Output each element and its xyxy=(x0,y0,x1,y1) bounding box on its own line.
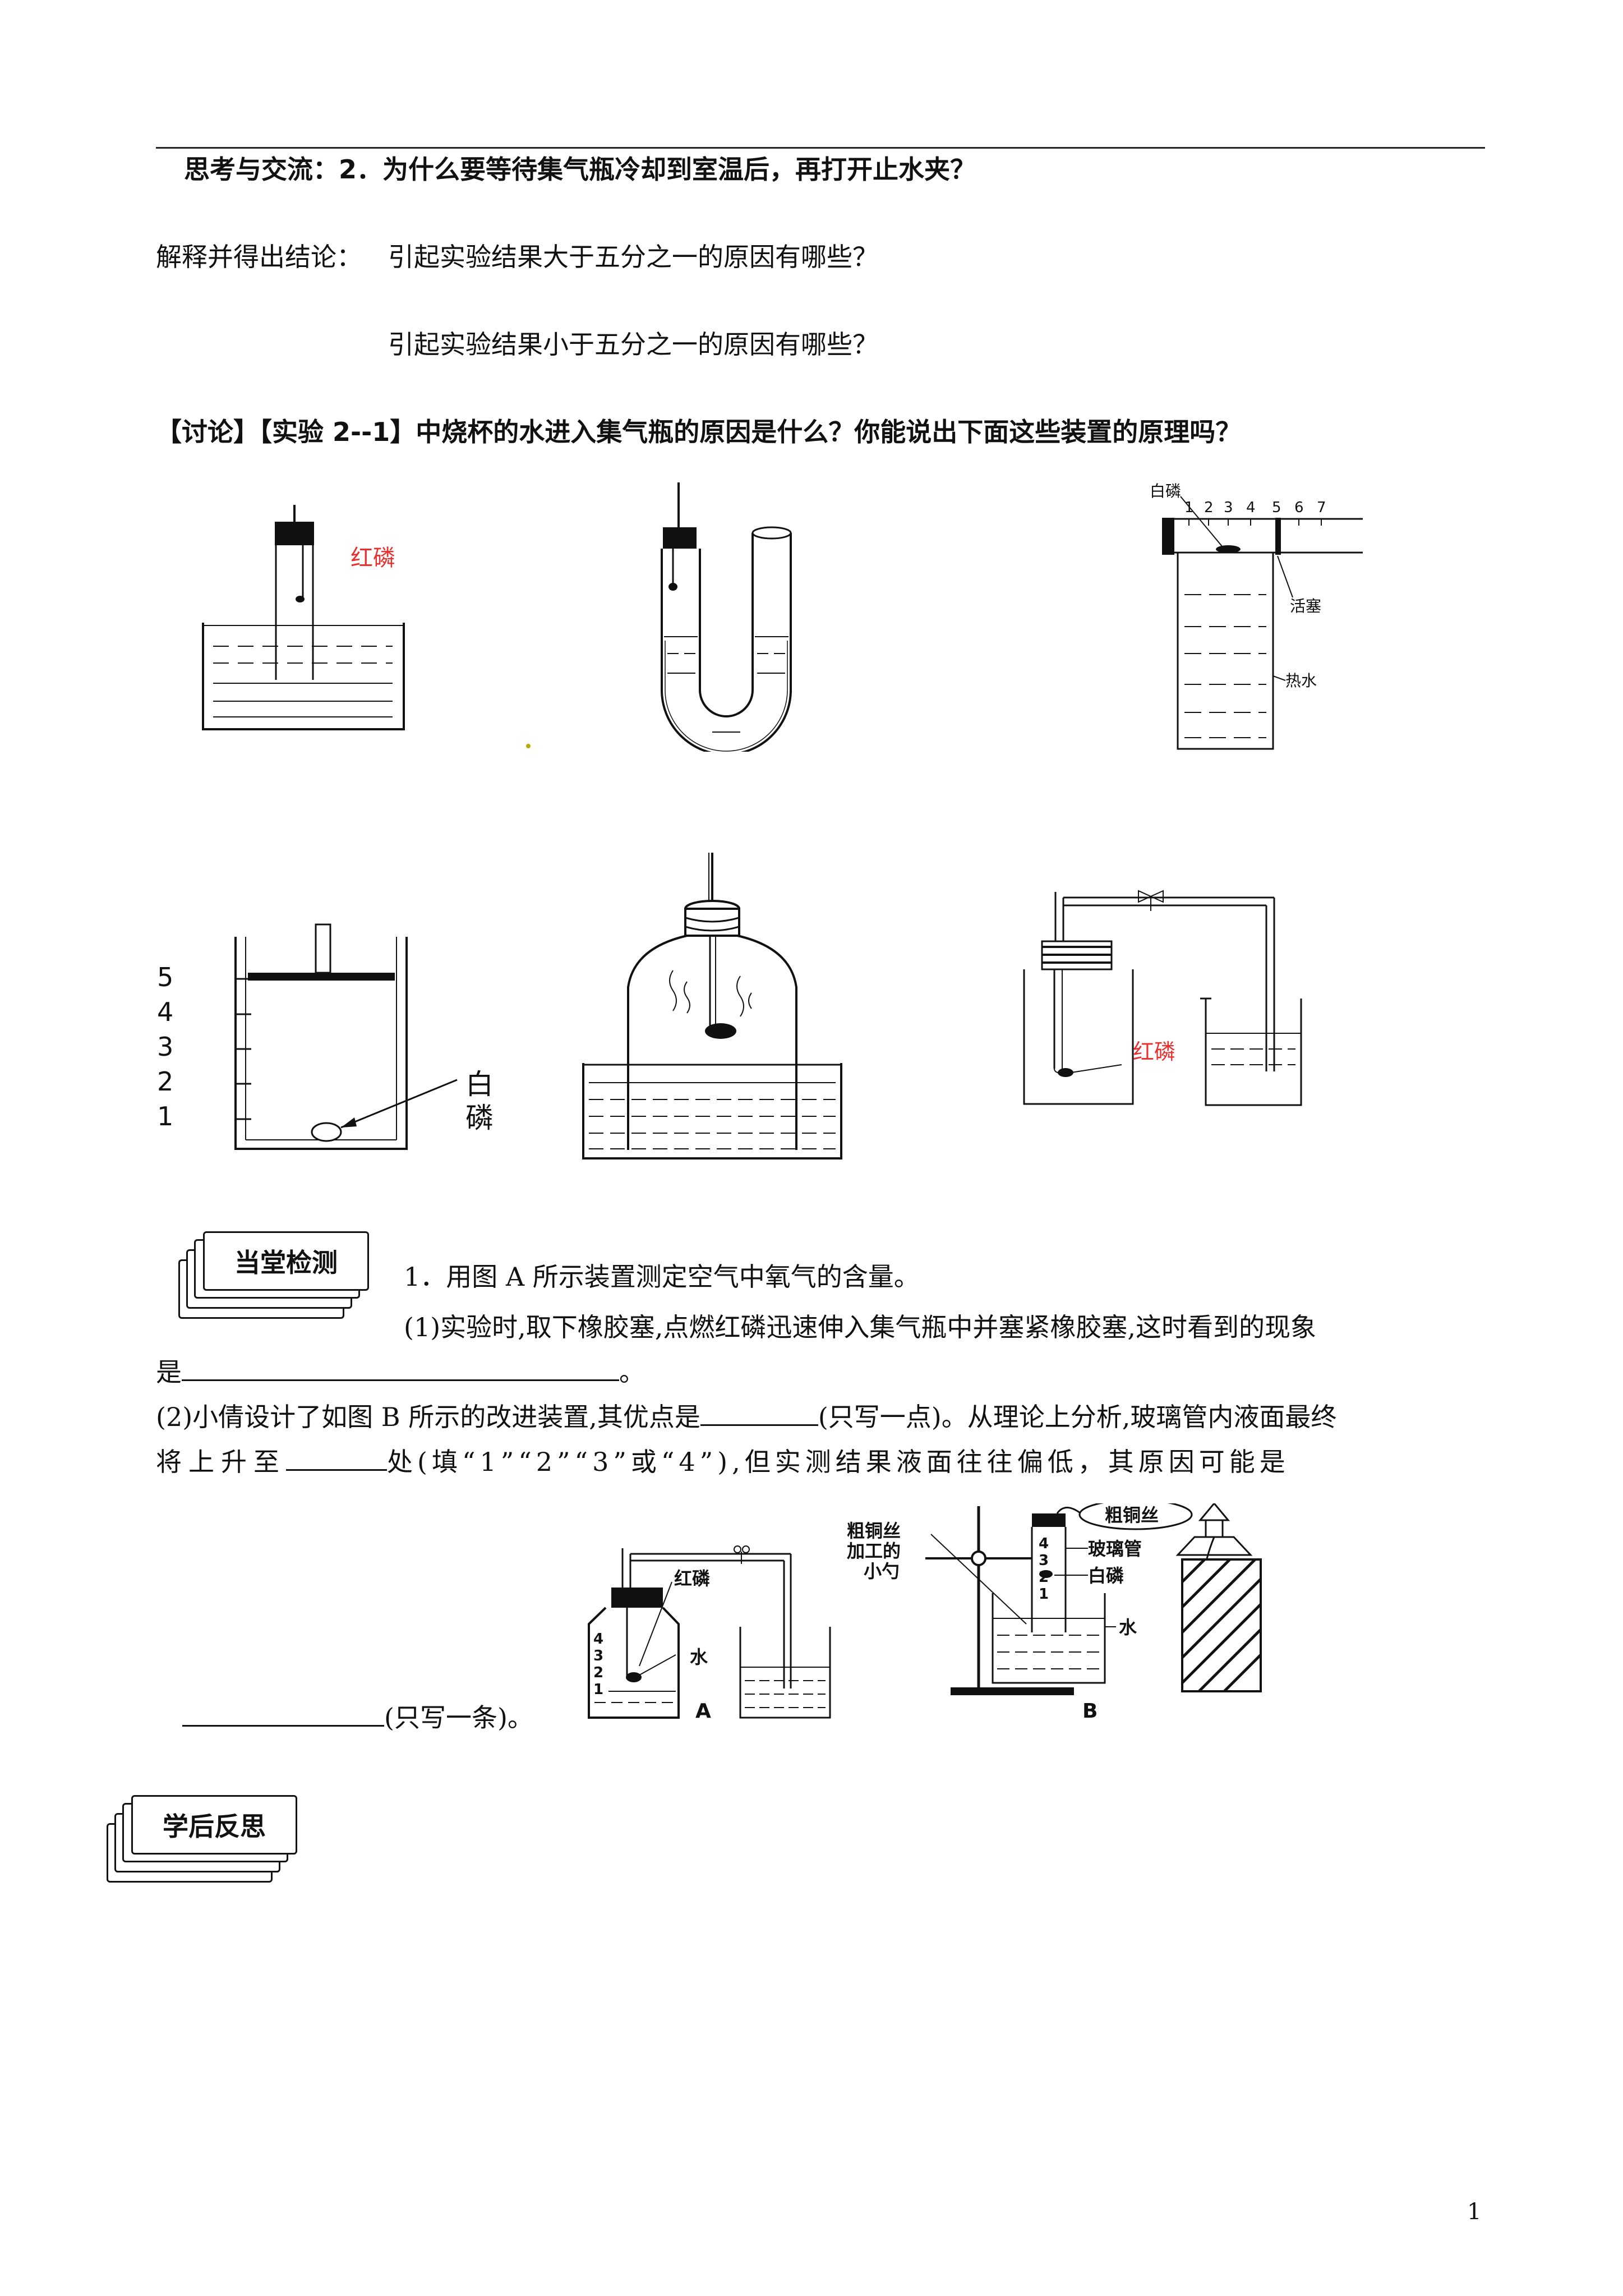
svg-text:1: 1 xyxy=(157,1101,173,1131)
svg-text:3: 3 xyxy=(593,1648,603,1664)
fig6-label: 红磷 xyxy=(1133,1039,1175,1064)
figb-label-bailin: 白磷 xyxy=(1088,1565,1124,1586)
figb-label-shui: 水 xyxy=(1119,1617,1137,1638)
svg-text:5: 5 xyxy=(157,962,173,992)
explain-question-1: 引起实验结果大于五分之一的原因有哪些？ xyxy=(388,242,878,272)
figa-label-honglin: 红磷 xyxy=(674,1568,710,1589)
section-badge-check: 当堂检测 xyxy=(178,1231,386,1321)
check-question-1-1-answer: 是。 xyxy=(156,1354,645,1390)
discussion-heading: 【讨论】【实验 2--1】中烧杯的水进入集气瓶的原因是什么？你能说出下面这些装置… xyxy=(156,417,1242,447)
top-rule xyxy=(156,147,1485,149)
svg-text:6: 6 xyxy=(1294,499,1304,516)
svg-text:2: 2 xyxy=(1204,499,1214,516)
stopper xyxy=(275,522,314,545)
fig3-label-huosai: 活塞 xyxy=(1290,597,1321,615)
fig3-label-bailin: 白磷 xyxy=(1150,482,1181,500)
svg-text:3: 3 xyxy=(1039,1552,1049,1569)
fig4-label-lin: 磷 xyxy=(465,1102,494,1134)
section-badge-reflect: 学后反思 xyxy=(107,1795,314,1885)
svg-text:4: 4 xyxy=(1246,499,1256,516)
fig3-scale-ticks: 1 2 3 4 5 6 7 xyxy=(1184,499,1326,516)
section-check-title: 当堂检测 xyxy=(203,1231,369,1291)
fig1-label: 红磷 xyxy=(351,545,395,571)
phosphorus-spoon xyxy=(296,596,305,602)
figa-label-shui: 水 xyxy=(690,1646,708,1668)
explain-question-2: 引起实验结果小于五分之一的原因有哪些？ xyxy=(388,329,878,360)
answer-blank-phenomenon[interactable] xyxy=(182,1355,619,1381)
answer-blank-level[interactable] xyxy=(286,1444,387,1471)
page-number: 1 xyxy=(1467,2199,1482,2225)
figure-a-apparatus: 4 3 2 1 红磷 水 xyxy=(588,1545,831,1719)
answer-blank-reason[interactable] xyxy=(182,1700,384,1727)
figure-test-tube-delivery: 红磷 xyxy=(1023,890,1302,1106)
fig4-label-bai: 白 xyxy=(465,1068,494,1101)
figb-caption: B xyxy=(1082,1700,1098,1723)
answer-blank-advantage[interactable] xyxy=(700,1400,818,1426)
figb-label-boliguan: 玻璃管 xyxy=(1088,1538,1142,1559)
svg-text:3: 3 xyxy=(1224,499,1233,516)
check-question-1-2b: 将上升至处(填“1”“2”“3”或“4”),但实测结果液面往往偏低，其原因可能是 xyxy=(156,1444,1485,1480)
figure-piston-cylinder: 5 4 3 2 1 白 磷 xyxy=(157,923,494,1150)
clip-icon xyxy=(1138,890,1164,911)
figb-label-left1: 粗铜丝 xyxy=(847,1520,901,1542)
check-question-1-1: (1)实验时,取下橡胶塞,点燃红磷迅速伸入集气瓶中并塞紧橡胶塞,这时看到的现象 xyxy=(404,1312,1317,1342)
figure-beaker-red-phosphorus: 红磷 xyxy=(202,505,405,730)
figb-label-left3: 小勺 xyxy=(864,1561,900,1582)
svg-text:3: 3 xyxy=(157,1032,173,1062)
check-question-1-2: (2)小倩设计了如图 B 所示的改进装置,其优点是(只写一点)。从理论上分析,玻… xyxy=(156,1399,1336,1435)
figb-label-left2: 加工的 xyxy=(847,1540,901,1562)
section-reflect-title: 学后反思 xyxy=(131,1795,297,1855)
svg-text:1: 1 xyxy=(1184,499,1194,516)
svg-text:4: 4 xyxy=(593,1631,603,1648)
question-2: 思考与交流：2．为什么要等待集气瓶冷却到室温后，再打开止水夹？ xyxy=(184,154,976,185)
piston xyxy=(1275,518,1281,555)
stray-dot xyxy=(526,744,531,748)
clip-icon-a xyxy=(734,1545,750,1564)
figure-u-tube xyxy=(661,482,792,752)
explain-label: 解释并得出结论： xyxy=(156,242,362,272)
figure-bell-jar xyxy=(582,853,842,1159)
svg-text:2: 2 xyxy=(157,1066,173,1097)
piston-plate xyxy=(248,973,395,981)
svg-text:4: 4 xyxy=(1039,1535,1049,1552)
figure-b-apparatus: 粗铜丝 加工的 小勺 4 3 2 1 玻璃管 白磷 水 粗铜丝 xyxy=(847,1503,1262,1695)
svg-text:2: 2 xyxy=(593,1664,603,1681)
svg-text:1: 1 xyxy=(593,1681,603,1698)
svg-text:5: 5 xyxy=(1272,499,1281,516)
check-question-1-3: (只写一条)。 xyxy=(182,1700,533,1736)
svg-text:1: 1 xyxy=(1039,1586,1049,1603)
figb-label-cutongsi: 粗铜丝 xyxy=(1105,1504,1159,1526)
figure-tube-white-phosphorus: 白磷 1 2 3 4 5 6 7 活塞 热水 xyxy=(1150,482,1363,750)
check-question-1: 1．用图 A 所示装置测定空气中氧气的含量。 xyxy=(404,1262,920,1292)
combustion-spoon xyxy=(705,1023,736,1039)
svg-text:4: 4 xyxy=(157,997,173,1027)
svg-text:7: 7 xyxy=(1317,499,1326,516)
fig3-label-reshui: 热水 xyxy=(1285,671,1317,690)
figa-caption: A xyxy=(695,1700,711,1723)
